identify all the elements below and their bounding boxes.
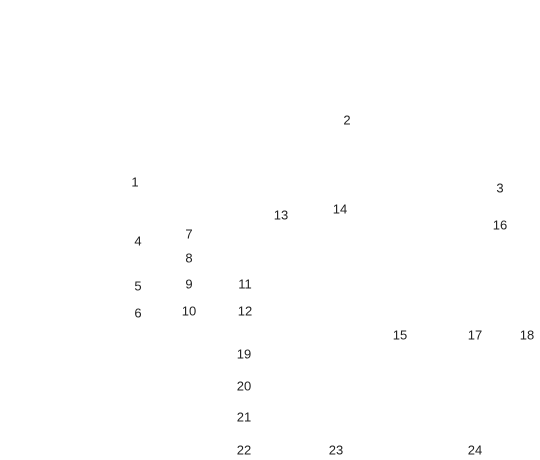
label-23: 23: [328, 442, 344, 458]
label-13: 13: [273, 207, 289, 223]
label-21: 21: [236, 409, 252, 425]
label-10: 10: [181, 303, 197, 319]
label-15: 15: [392, 327, 408, 343]
label-20: 20: [236, 378, 252, 394]
label-8: 8: [185, 250, 193, 266]
label-17: 17: [467, 327, 483, 343]
label-24: 24: [467, 442, 483, 458]
label-3: 3: [496, 180, 504, 196]
label-14: 14: [332, 201, 348, 217]
label-12: 12: [237, 303, 253, 319]
label-6: 6: [134, 305, 142, 321]
label-19: 19: [236, 346, 252, 362]
label-7: 7: [185, 226, 193, 242]
label-4: 4: [134, 233, 142, 249]
label-18: 18: [519, 327, 535, 343]
label-2: 2: [343, 112, 351, 128]
label-16: 16: [492, 217, 508, 233]
label-9: 9: [185, 276, 193, 292]
label-5: 5: [134, 278, 142, 294]
label-1: 1: [131, 174, 139, 190]
label-22: 22: [236, 442, 252, 458]
label-11: 11: [238, 276, 252, 292]
